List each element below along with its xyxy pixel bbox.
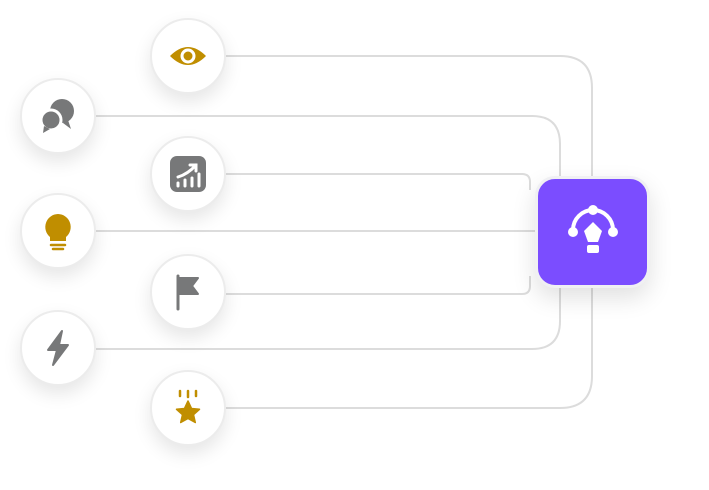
chart-node[interactable] xyxy=(150,136,226,212)
connector-chat xyxy=(96,115,561,180)
bulb-node[interactable] xyxy=(20,193,96,269)
flag-node[interactable] xyxy=(150,254,226,330)
chat-bubbles-icon xyxy=(39,99,74,133)
lightning-bolt-icon xyxy=(47,330,69,366)
connector-chart xyxy=(226,173,531,190)
eye-icon xyxy=(170,47,206,65)
bolt-node[interactable] xyxy=(20,310,96,386)
chart-growth-icon xyxy=(170,156,206,192)
connector-flag xyxy=(226,276,531,295)
vector-pen-icon xyxy=(567,205,618,253)
star-node[interactable] xyxy=(150,370,226,446)
connector-bolt xyxy=(96,284,561,350)
chat-node[interactable] xyxy=(20,78,96,154)
eye-node[interactable] xyxy=(150,18,226,94)
flag-icon xyxy=(176,274,199,311)
star-award-icon xyxy=(175,389,201,424)
lightbulb-icon xyxy=(45,214,71,251)
connector-eye xyxy=(226,55,593,180)
hub-tile[interactable] xyxy=(535,176,650,288)
connector-star xyxy=(226,284,593,409)
